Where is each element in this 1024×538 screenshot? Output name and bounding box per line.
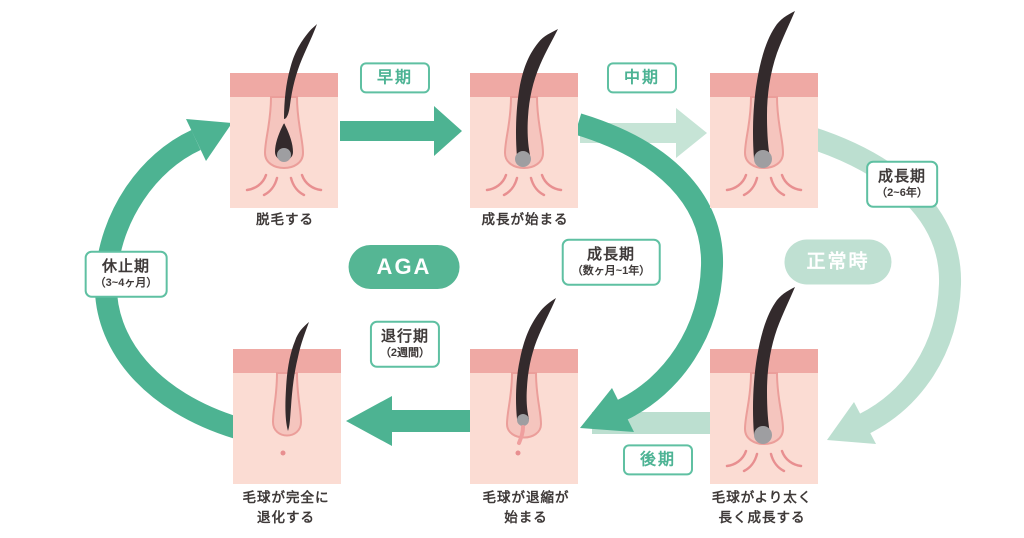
follicle-illustration-growth-start xyxy=(470,29,578,208)
aga-arrow-early-stage xyxy=(340,106,462,156)
caption-line: 脱毛する xyxy=(256,212,314,227)
caption-fully-regressed: 毛球が完全に 退化する xyxy=(196,488,376,529)
caption-thick-growth: 毛球がより太く 長く成長する xyxy=(672,488,852,529)
caption-line: 始まる xyxy=(504,510,548,526)
caption-line: 毛球が退縮が xyxy=(482,490,570,505)
phase-box-rest: 休止期 （3~4ヶ月） xyxy=(84,250,168,298)
phase-title: 成長期 xyxy=(877,167,927,185)
normal-arrow-middle-stage xyxy=(580,108,707,158)
phase-title: 退行期 xyxy=(380,327,429,345)
caption-line: 毛球が完全に xyxy=(242,490,330,505)
aga-badge: AGA xyxy=(348,245,460,289)
caption-line: 退化する xyxy=(257,510,315,526)
caption-regression-start: 毛球が退縮が 始まる xyxy=(436,488,616,529)
phase-box-growth-normal: 成長期 （2~6年） xyxy=(866,160,938,208)
aga-right-arc-arrowhead xyxy=(580,388,634,432)
stage-tag-late: 後期 xyxy=(622,444,694,476)
phase-duration: （3~4ヶ月） xyxy=(94,276,158,289)
phase-box-growth-aga: 成長期 （数ヶ月~1年） xyxy=(561,238,661,286)
phase-box-regression: 退行期 （2週間） xyxy=(369,320,441,368)
follicle-illustration-fully-regressed xyxy=(233,322,341,484)
caption-line: 毛球がより太く xyxy=(711,490,813,505)
aga-arrow-regression xyxy=(346,396,470,446)
phase-duration: （2~6年） xyxy=(876,186,928,199)
phase-title: 成長期 xyxy=(586,245,636,263)
stage-tag-middle: 中期 xyxy=(606,62,678,94)
follicle-illustration-thick-growth xyxy=(710,287,818,484)
normal-right-arc-arrowhead xyxy=(827,402,876,444)
phase-duration: （数ヶ月~1年） xyxy=(571,264,651,277)
follicle-illustration-normal-growth xyxy=(710,11,818,208)
caption-line: 成長が始まる xyxy=(481,212,569,227)
caption-growth-start: 成長が始まる xyxy=(435,210,615,230)
aga-left-arc-arrowhead xyxy=(186,119,232,161)
stage-tag-early: 早期 xyxy=(359,62,431,94)
phase-duration: （2週間） xyxy=(379,346,431,359)
caption-shed: 脱毛する xyxy=(195,210,375,230)
follicle-illustration-shed xyxy=(230,24,338,208)
aga-right-arc xyxy=(574,113,724,420)
follicle-illustration-regression-start xyxy=(470,298,578,484)
normal-badge: 正常時 xyxy=(784,239,892,285)
caption-line: 長く成長する xyxy=(718,510,806,526)
phase-title: 休止期 xyxy=(101,257,151,275)
